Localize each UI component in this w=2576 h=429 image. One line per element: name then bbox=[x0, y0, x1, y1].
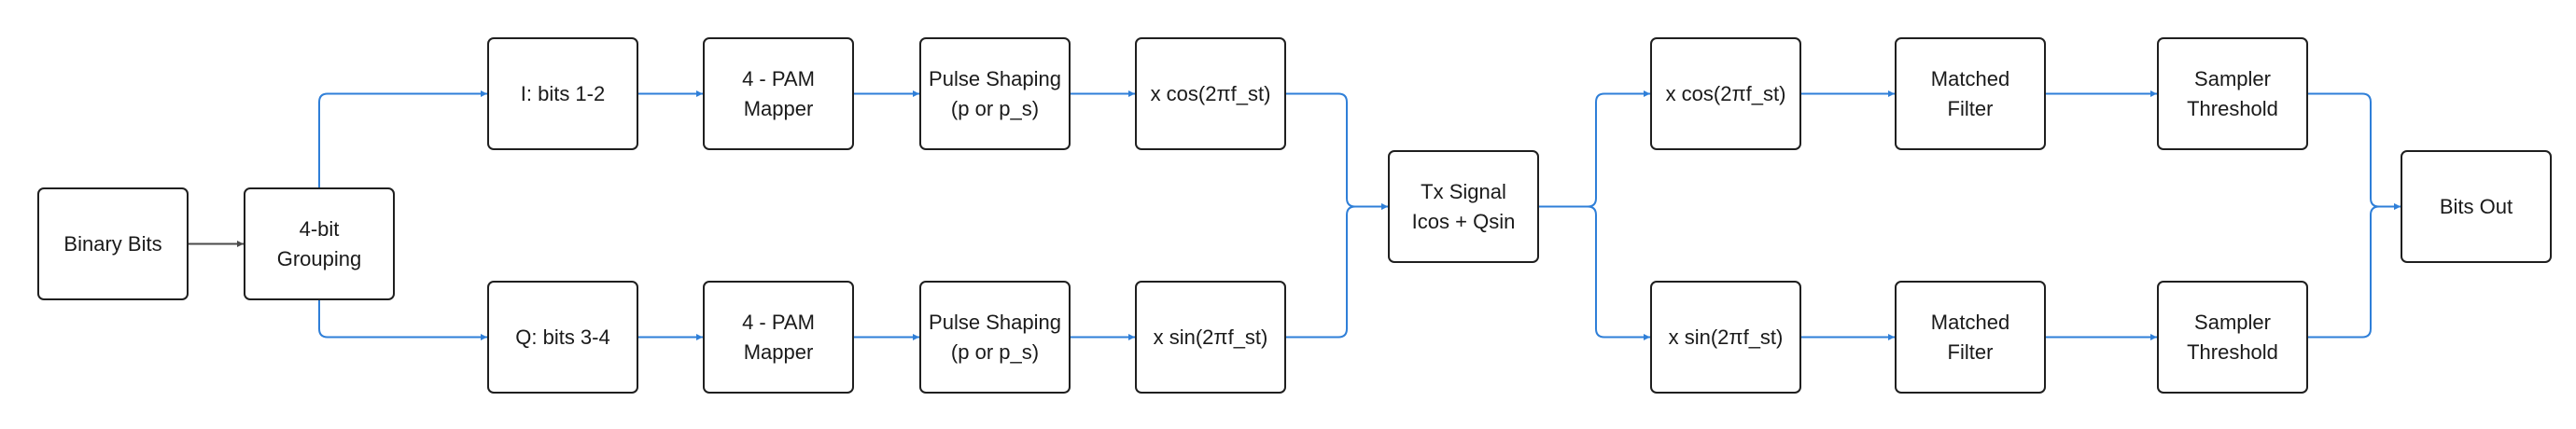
binary-bits-label-line-1: Binary Bits bbox=[63, 231, 162, 256]
pulse-i-label-line-2: (p or p_s) bbox=[950, 96, 1040, 120]
pam-i-label-line-1: 4 - PAM bbox=[742, 66, 815, 90]
grouping-label-line-1: 4-bit bbox=[299, 216, 340, 241]
i-bits-block: I: bits 1-2 bbox=[487, 37, 638, 150]
bits-out-label-line-1: Bits Out bbox=[2439, 194, 2513, 218]
grouping-label-line-2: Grouping bbox=[276, 246, 362, 270]
pam-i-label-line-2: Mapper bbox=[743, 96, 814, 120]
q-bits-label-line-1: Q: bits 3-4 bbox=[515, 325, 610, 349]
pulse-shaping-i-block: Pulse Shaping (p or p_s) bbox=[919, 37, 1071, 150]
connector-sampler-i-to-bits-out bbox=[2308, 92, 2401, 210]
mod-cos-label-line-1: x cos(2πf_st) bbox=[1150, 81, 1271, 105]
sampler-q-label-line-2: Threshold bbox=[2187, 339, 2278, 364]
pulse-q-label-line-2: (p or p_s) bbox=[950, 339, 1040, 364]
sampler-i-label-line-2: Threshold bbox=[2187, 96, 2278, 120]
i-bits-label-line-1: I: bits 1-2 bbox=[520, 81, 606, 105]
pam-mapper-q-block: 4 - PAM Mapper bbox=[703, 281, 854, 394]
cos-modulator-block: x cos(2πf_st) bbox=[1135, 37, 1286, 150]
sampler-q-label-line-1: Sampler bbox=[2194, 310, 2271, 334]
bits-out-block: Bits Out bbox=[2401, 150, 2552, 263]
sin-modulator-block: x sin(2πf_st) bbox=[1135, 281, 1286, 394]
matched-q-label-line-2: Filter bbox=[1947, 339, 1994, 364]
connector-grouping-to-i-bits bbox=[318, 90, 487, 187]
tx-signal-label-line-2: Icos + Qsin bbox=[1411, 209, 1516, 233]
pam-q-label-line-2: Mapper bbox=[743, 339, 814, 364]
tx-signal-label-line-1: Tx Signal bbox=[1421, 179, 1506, 203]
connector-mod-sin-to-tx-signal bbox=[1286, 203, 1388, 339]
cos-demodulator-block: x cos(2πf_st) bbox=[1650, 37, 1801, 150]
mod-sin-label-line-1: x sin(2πf_st) bbox=[1153, 325, 1268, 349]
pulse-i-label-line-1: Pulse Shaping bbox=[929, 66, 1061, 90]
demod-cos-label-line-1: x cos(2πf_st) bbox=[1665, 81, 1786, 105]
pulse-q-label-line-1: Pulse Shaping bbox=[929, 310, 1061, 334]
demod-sin-label-line-1: x sin(2πf_st) bbox=[1668, 325, 1784, 349]
sin-demodulator-block: x sin(2πf_st) bbox=[1650, 281, 1801, 394]
matched-i-label-line-1: Matched bbox=[1930, 66, 2010, 90]
pam-mapper-i-block: 4 - PAM Mapper bbox=[703, 37, 854, 150]
connector-tx-signal-to-demod-sin bbox=[1539, 205, 1650, 340]
binary-bits-block: Binary Bits bbox=[37, 187, 189, 300]
q-bits-block: Q: bits 3-4 bbox=[487, 281, 638, 394]
connector-grouping-to-q-bits bbox=[318, 300, 487, 340]
pulse-shaping-q-block: Pulse Shaping (p or p_s) bbox=[919, 281, 1071, 394]
pam-q-label-line-1: 4 - PAM bbox=[742, 310, 815, 334]
connector-mod-cos-to-tx-signal bbox=[1286, 92, 1388, 210]
sampler-i-label-line-1: Sampler bbox=[2194, 66, 2271, 90]
connector-sampler-q-to-bits-out bbox=[2308, 203, 2401, 339]
matched-q-label-line-1: Matched bbox=[1930, 310, 2010, 334]
connector-tx-signal-to-demod-cos bbox=[1539, 90, 1650, 208]
matched-i-label-line-2: Filter bbox=[1947, 96, 1994, 120]
